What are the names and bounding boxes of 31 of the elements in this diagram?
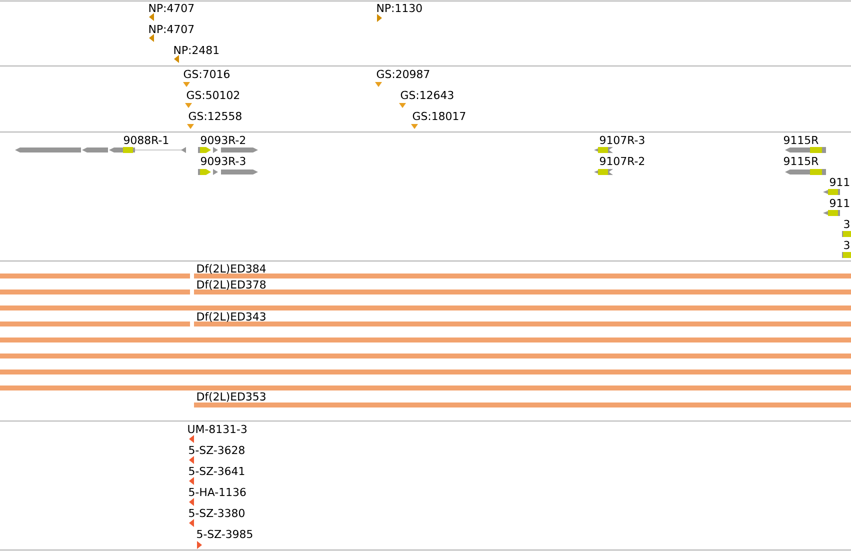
feature-label: Df(2L)ED384 (197, 264, 266, 274)
feature-label: GS:12558 (188, 112, 242, 120)
feature-label: GS:7016 (184, 70, 230, 78)
feature-label: UM-8131-3 (188, 424, 246, 434)
feature-label: 911 (830, 198, 850, 208)
feature-label: GS:12643 (400, 90, 454, 100)
feature-label: 911 (830, 178, 850, 186)
feature-label: Df(2L)ED353 (197, 392, 266, 402)
feature-label: 9107R-2 (600, 156, 644, 166)
feature-label: GS:18017 (412, 112, 466, 120)
feature-label: GS:50102 (186, 90, 240, 100)
feature-label: NP:4707 (149, 24, 194, 34)
feature-label: 3 (844, 220, 850, 228)
feature-label: GS:20987 (376, 70, 430, 78)
feature-label: 5-HA-1136 (189, 488, 246, 496)
feature-label: NP:1130 (377, 4, 422, 12)
feature-label: NP:2481 (174, 46, 219, 54)
feature-label: Df(2L)ED378 (197, 280, 266, 290)
feature-label: 3 (844, 240, 850, 250)
feature-label: 5-SZ-3641 (189, 466, 244, 476)
feature-label: 5-SZ-3380 (189, 508, 244, 518)
feature-label: 9115R (784, 156, 818, 166)
feature-label: 9093R-3 (200, 156, 246, 166)
feature-label: 9088R-1 (124, 136, 168, 144)
feature-label: 9115R (784, 136, 818, 144)
feature-label: Df(2L)ED343 (197, 312, 266, 322)
feature-label: 5-SZ-3628 (189, 446, 244, 454)
feature-label: 9107R-3 (600, 136, 644, 144)
feature-label: 5-SZ-3985 (197, 530, 252, 538)
feature-label: 9093R-2 (200, 136, 246, 144)
feature-label: NP:4707 (149, 4, 194, 12)
